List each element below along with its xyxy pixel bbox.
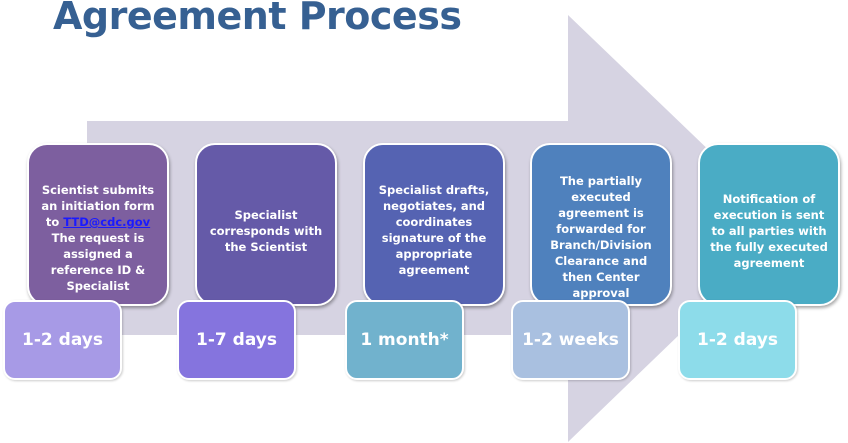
step-text-5: Notification of execution is sent to all… — [710, 192, 828, 270]
step-box-5: Notification of execution is sent to all… — [698, 143, 840, 306]
email-link[interactable]: TTD@cdc.gov — [63, 215, 151, 229]
duration-badge-3: 1 month* — [345, 300, 464, 380]
page-title: Agreement Process — [53, 0, 462, 38]
duration-badge-5: 1-2 days — [678, 300, 797, 380]
duration-badge-2: 1-7 days — [177, 300, 296, 380]
step-text-2: Specialist corresponds with the Scientis… — [209, 208, 323, 254]
step-text-3: Specialist drafts, negotiates, and coord… — [378, 183, 490, 277]
duration-badge-4: 1-2 weeks — [511, 300, 630, 380]
step-box-2: Specialist corresponds with the Scientis… — [195, 143, 337, 306]
step-text-4: The partially executed agreement is forw… — [550, 174, 652, 300]
step-box-4: The partially executed agreement is forw… — [530, 143, 672, 306]
step-text-1: Scientist submits an initiation form to … — [41, 183, 155, 293]
step-box-1: Scientist submits an initiation form to … — [27, 143, 169, 306]
duration-badge-1: 1-2 days — [3, 300, 122, 380]
step-box-3: Specialist drafts, negotiates, and coord… — [363, 143, 505, 306]
